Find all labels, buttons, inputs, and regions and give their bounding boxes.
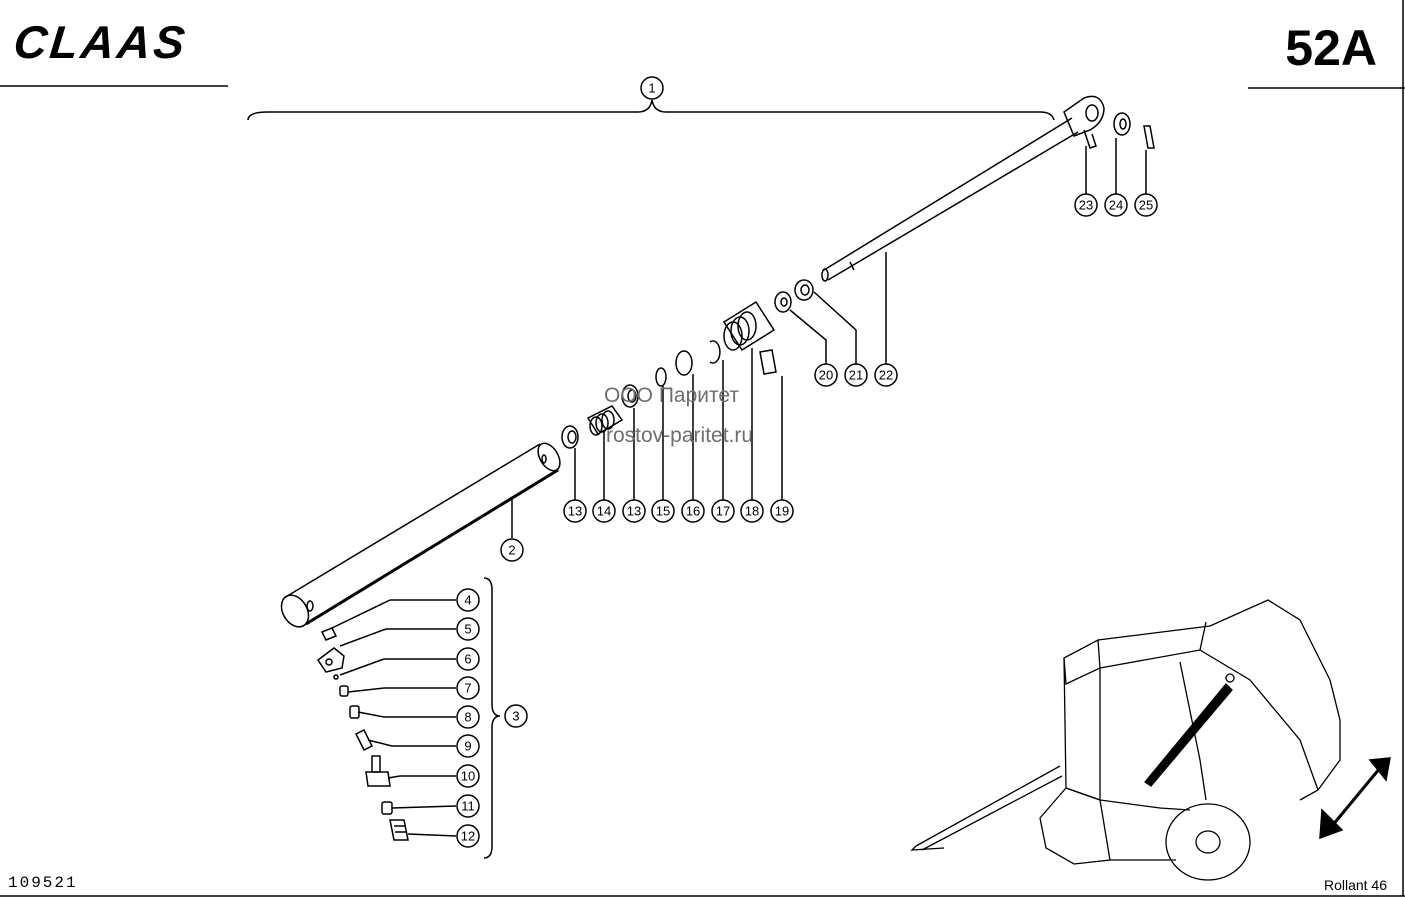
leader-lines [331, 138, 1147, 837]
brand-logo: CLAAS [11, 16, 191, 68]
swing-arrow-icon [1319, 757, 1391, 840]
callout-label: 24 [1109, 198, 1123, 213]
callout-label: 6 [464, 652, 471, 667]
callout-label: 10 [461, 769, 475, 784]
callout-label: 19 [775, 504, 789, 519]
callout-label: 5 [464, 622, 471, 637]
callout-label: 16 [686, 504, 700, 519]
cylinder-head [722, 300, 777, 375]
seal-21 [794, 279, 814, 301]
piston-seal-parts [561, 340, 721, 449]
callout-circles [456, 76, 1158, 848]
callout-label: 11 [461, 799, 475, 814]
callout-label: 21 [849, 368, 863, 383]
drawing-number: 109521 [8, 874, 78, 892]
callout-label: 2 [508, 543, 515, 558]
watermark-company: ООО Паритет [604, 384, 740, 407]
callout-label: 8 [464, 710, 471, 725]
callout-label: 20 [819, 368, 833, 383]
pin-25 [1143, 125, 1155, 149]
piston-rod [821, 95, 1105, 282]
watermark-url: rostov-paritet.ru [606, 424, 754, 447]
callout-label: 12 [461, 829, 475, 844]
callout-label: 23 [1079, 198, 1093, 213]
callout-label: 13 [568, 504, 582, 519]
callout-label: 17 [716, 504, 730, 519]
callout-label: 25 [1139, 198, 1153, 213]
callout-label: 4 [464, 593, 471, 608]
group-bracket [483, 577, 501, 859]
valve-fitting-stack [316, 627, 409, 841]
washer-24 [1113, 112, 1131, 136]
callout-label: 3 [512, 709, 519, 724]
callout-label: 7 [464, 681, 471, 696]
callout-label: 9 [464, 739, 471, 754]
cylinder-tube [280, 442, 561, 628]
callout-label: 18 [745, 504, 759, 519]
callout-label: 15 [656, 504, 670, 519]
callout-label: 14 [597, 504, 611, 519]
assembly-brace [247, 99, 1055, 121]
model-name: Rollant 46 [1323, 877, 1387, 893]
callout-label: 22 [879, 368, 893, 383]
page-number: 52A [1285, 20, 1377, 76]
baler-overview-sketch [910, 599, 1341, 881]
callout-label: 1 [648, 81, 655, 96]
callout-label: 13 [627, 504, 641, 519]
seal-20 [774, 291, 792, 313]
